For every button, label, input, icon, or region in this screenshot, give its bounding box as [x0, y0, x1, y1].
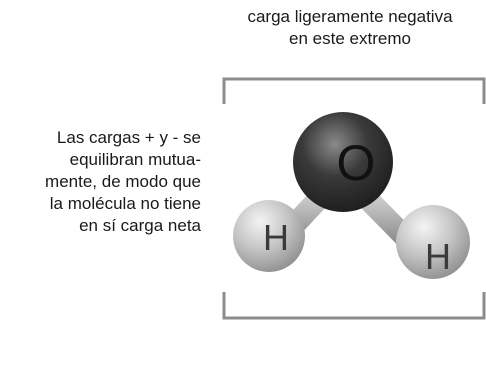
side-caption: Las cargas + y - se equilibran mutua- me…	[1, 127, 201, 237]
hydrogen-atom-right	[396, 205, 470, 279]
side-caption-line-3: mente, de modo que	[45, 172, 201, 191]
hydrogen-atom-left	[233, 200, 305, 272]
oxygen-atom	[293, 112, 393, 212]
side-caption-line-5: en sí carga neta	[79, 216, 201, 235]
top-caption-line-1: carga ligeramente negativa	[247, 7, 453, 26]
hydrogen-label-right: H	[425, 236, 451, 277]
side-caption-line-1: Las cargas + y - se	[56, 128, 201, 147]
side-caption-line-2: equilibran mutua-	[69, 150, 201, 169]
top-caption: carga ligeramente negativa en este extre…	[215, 6, 485, 50]
side-caption-line-4: la molécula no tiene	[49, 194, 201, 213]
top-caption-line-2: en este extremo	[289, 29, 411, 48]
hydrogen-label-left: H	[263, 217, 289, 258]
oxygen-label: O	[337, 135, 376, 191]
bottom-bracket	[222, 292, 486, 320]
top-bracket	[222, 77, 486, 104]
